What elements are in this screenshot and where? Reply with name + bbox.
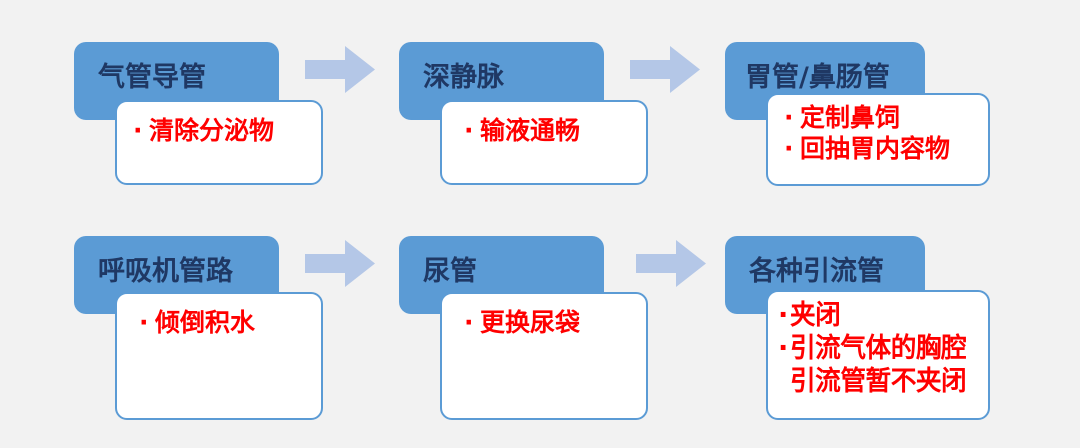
bullet-marker-icon: · [784,133,794,163]
group-title: 深静脉 [423,61,504,93]
group-title: 胃管/鼻肠管 [745,61,890,93]
list-item: · 回抽胃内容物 [784,134,978,165]
group-title: 各种引流管 [749,255,884,287]
group-card-ventilator-circuit[interactable]: · 倾倒积水 [115,292,323,420]
group-title: 尿管 [423,255,477,287]
bullet-text: 夹闭 [790,300,841,331]
group-card-various-drainage-tubes[interactable]: · 夹闭 · 引流气体的胸腔 · 引流管暂不夹闭 [766,290,990,420]
bullet-marker-icon: · [133,116,143,145]
bullet-marker-icon: · [784,103,794,132]
arrow-right-icon [305,46,375,93]
group-title: 气管导管 [98,61,206,93]
list-item: · 清除分泌物 [133,116,311,147]
list-item: · 引流气体的胸腔 [778,333,982,366]
group-card-deep-vein[interactable]: · 输液通畅 [440,100,648,185]
bullet-text: 更换尿袋 [480,308,581,337]
arrow-right-icon [636,240,706,287]
group-card-tracheal-tube[interactable]: · 清除分泌物 [115,100,323,185]
bullet-list: · 倾倒积水 [139,308,311,339]
list-item: · 更换尿袋 [464,308,636,339]
bullet-text: 输液通畅 [480,116,581,145]
list-item: · 倾倒积水 [139,308,311,339]
bullet-marker-icon: · [139,308,149,337]
list-item: · 夹闭 [778,300,982,333]
list-item: · 引流管暂不夹闭 [778,366,982,399]
bullet-list: · 清除分泌物 [133,116,311,147]
bullet-text: 引流气体的胸腔 [790,332,967,364]
bullet-marker-icon: · [778,332,788,364]
bullet-marker-icon: · [464,116,474,145]
group-card-gastric-nasointestinal-tube[interactable]: · 定制鼻饲 · 回抽胃内容物 [766,93,990,186]
bullet-text: 回抽胃内容物 [800,133,951,163]
group-header-ventilator-circuit[interactable]: 呼吸机管路 [74,236,279,314]
bullet-text: 倾倒积水 [155,308,256,337]
bullet-text: 定制鼻饲 [800,103,901,132]
group-title: 呼吸机管路 [98,255,233,287]
bullet-text: 清除分泌物 [149,116,275,145]
bullet-marker-icon: · [464,308,474,337]
arrow-right-icon [305,240,375,287]
list-item: · 定制鼻饲 [784,103,978,134]
bullet-list: · 更换尿袋 [464,308,636,339]
bullet-list: · 定制鼻饲 · 回抽胃内容物 [784,103,978,164]
bullet-text: 引流管暂不夹闭 [790,365,967,397]
bullet-marker-icon: · [778,300,788,331]
arrow-right-icon [630,46,700,93]
bullet-list: · 夹闭 · 引流气体的胸腔 · 引流管暂不夹闭 [778,300,982,399]
group-card-urinary-catheter[interactable]: · 更换尿袋 [440,292,648,420]
list-item: · 输液通畅 [464,116,636,147]
bullet-list: · 输液通畅 [464,116,636,147]
